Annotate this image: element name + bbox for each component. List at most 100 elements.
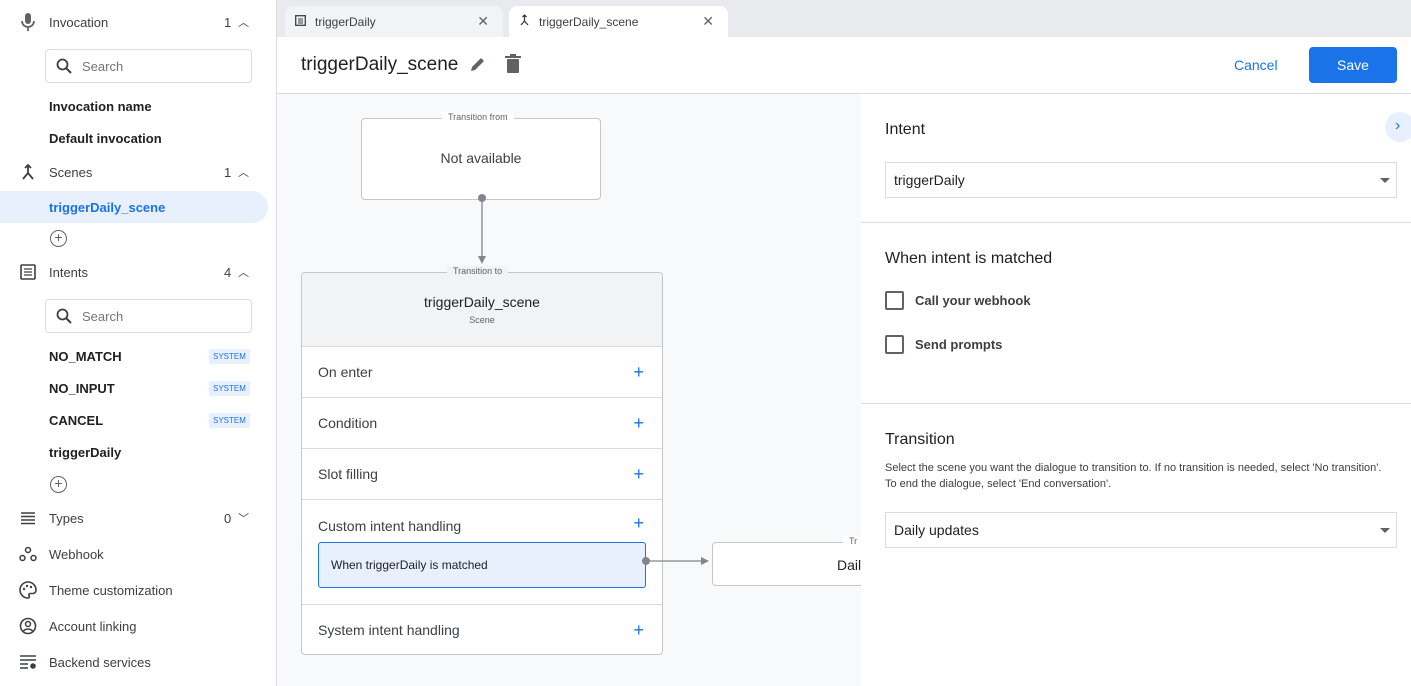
transition-to-legend: Transition to: [447, 266, 509, 276]
chevron-down-icon[interactable]: ﹀: [238, 513, 249, 525]
collapse-panel-chevron-icon[interactable]: ›: [1385, 112, 1411, 142]
add-icon[interactable]: +: [633, 412, 644, 433]
sidebar-section-types[interactable]: Types 0 ﹀: [0, 503, 277, 533]
item-label: Theme customization: [49, 582, 173, 598]
section-count: 1: [224, 164, 232, 180]
sidebar-item-no-match[interactable]: NO_MATCH: [49, 349, 122, 364]
sidebar-item-no-input[interactable]: NO_INPUT: [49, 381, 115, 396]
webhook-icon: [18, 544, 38, 564]
save-button[interactable]: Save: [1309, 47, 1397, 83]
sidebar-section-scenes[interactable]: Scenes 1 ︿: [0, 157, 277, 187]
edit-pencil-icon[interactable]: [469, 55, 487, 76]
sidebar-item-default-invocation[interactable]: Default invocation: [49, 131, 162, 146]
add-scene-icon[interactable]: +: [50, 230, 67, 247]
sidebar-section-invocation[interactable]: Invocation 1 ︿: [0, 7, 277, 37]
sidebar-item-invocation-name[interactable]: Invocation name: [49, 99, 152, 114]
transition-target-box[interactable]: Tr Dail: [712, 536, 861, 586]
page-title: triggerDaily_scene: [301, 54, 459, 75]
chevron-up-icon[interactable]: ︿: [238, 17, 249, 29]
cancel-button[interactable]: Cancel: [1234, 57, 1278, 73]
intent-icon: [295, 14, 306, 29]
scene-merge-icon: [18, 162, 38, 182]
custom-intent-handling-row[interactable]: Custom intent handling + When triggerDail…: [302, 499, 662, 604]
system-intent-handling-row[interactable]: System intent handling+: [302, 604, 662, 655]
backend-settings-icon: [18, 652, 38, 672]
dropdown-arrow-icon: [1380, 178, 1390, 183]
tab-label: triggerDaily_scene: [539, 14, 639, 29]
intent-handler-triggerDaily[interactable]: When triggerDaily is matched: [318, 542, 646, 588]
connector-arrow: [642, 557, 709, 565]
transition-target-value: Dail: [837, 557, 861, 573]
add-icon[interactable]: +: [633, 463, 644, 484]
tab-bar: triggerDaily ✕ triggerDaily_scene ✕: [277, 0, 1411, 37]
chevron-up-icon[interactable]: ︿: [238, 167, 249, 179]
checkbox-icon[interactable]: [885, 335, 904, 354]
scene-subtitle: Scene: [469, 315, 495, 325]
section-label: Scenes: [49, 164, 93, 180]
types-icon: [18, 508, 38, 528]
condition-row[interactable]: Condition +: [302, 397, 662, 448]
list-icon: [18, 262, 38, 282]
sidebar: Invocation 1 ︿ Invocation name Default i…: [0, 0, 277, 686]
add-intent-icon[interactable]: +: [50, 476, 67, 493]
search-input[interactable]: [82, 58, 232, 74]
transition-from-value: Not available: [440, 150, 522, 166]
delete-trash-icon[interactable]: [505, 54, 521, 77]
section-label: Invocation: [49, 14, 109, 30]
checkbox-icon[interactable]: [885, 291, 904, 310]
slot-filling-row[interactable]: Slot filling+: [302, 448, 662, 499]
intent-select-value: triggerDaily: [894, 172, 965, 188]
section-label: Intents: [49, 264, 89, 280]
item-label: Webhook: [49, 546, 104, 562]
sidebar-item-account-linking[interactable]: Account linking: [0, 611, 277, 641]
invocation-search[interactable]: [45, 49, 252, 83]
close-icon[interactable]: ✕: [702, 13, 714, 29]
scene-box: Transition to triggerDaily_scene Scene O…: [301, 266, 663, 655]
scene-title: triggerDaily_scene: [424, 294, 540, 310]
row-label: On enter: [318, 364, 373, 380]
scene-label: triggerDaily_scene: [49, 200, 166, 215]
search-icon: [56, 58, 72, 77]
divider: [861, 222, 1411, 223]
connector-arrow: [478, 194, 486, 264]
sidebar-item-webhook[interactable]: Webhook: [0, 539, 277, 569]
sidebar-item-backend-services[interactable]: Backend services: [0, 647, 277, 677]
sidebar-item-theme-customization[interactable]: Theme customization: [0, 575, 277, 605]
close-icon[interactable]: ✕: [477, 13, 489, 29]
add-icon[interactable]: +: [633, 619, 644, 640]
tab-triggerDaily-scene[interactable]: triggerDaily_scene ✕: [509, 6, 728, 37]
transition-target-legend: Tr: [843, 536, 861, 546]
sidebar-item-triggerDaily[interactable]: triggerDaily: [49, 445, 122, 460]
transition-from-box: Transition from Not available: [361, 112, 601, 200]
editor-header: triggerDaily_scene Cancel Save: [277, 37, 1411, 94]
send-prompts-checkbox[interactable]: Send prompts: [885, 335, 1002, 354]
add-icon[interactable]: +: [633, 361, 644, 382]
dropdown-arrow-icon: [1380, 528, 1390, 533]
sidebar-item-triggerDaily-scene[interactable]: triggerDaily_scene: [0, 191, 268, 223]
transition-help-text: Select the scene you want the dialogue t…: [885, 462, 1382, 490]
chevron-up-icon[interactable]: ︿: [238, 267, 249, 279]
on-enter-row[interactable]: On enter +: [302, 346, 662, 397]
section-count: 1: [224, 14, 232, 30]
save-label: Save: [1337, 57, 1369, 73]
item-label: Account linking: [49, 618, 137, 634]
sidebar-item-cancel[interactable]: CANCEL: [49, 413, 104, 428]
transition-from-legend: Transition from: [442, 112, 514, 122]
intent-heading: Intent: [885, 121, 926, 138]
add-icon[interactable]: +: [633, 513, 644, 533]
scene-canvas: Transition from Not available Transition…: [277, 94, 861, 686]
transition-select[interactable]: Daily updates: [885, 512, 1397, 548]
search-input[interactable]: [82, 308, 232, 324]
tab-triggerDaily[interactable]: triggerDaily ✕: [285, 6, 503, 37]
palette-icon: [18, 580, 38, 600]
intent-select[interactable]: triggerDaily: [885, 162, 1397, 198]
transition-select-value: Daily updates: [894, 522, 979, 538]
checkbox-label: Send prompts: [915, 337, 1003, 352]
scene-icon: [519, 14, 530, 29]
sidebar-section-intents[interactable]: Intents 4 ︿: [0, 257, 277, 287]
system-badge: SYSTEM: [209, 349, 250, 364]
intents-search[interactable]: [45, 299, 252, 333]
call-webhook-checkbox[interactable]: Call your webhook: [885, 291, 1031, 310]
row-label: Custom intent handling: [318, 518, 462, 534]
row-label: Condition: [318, 415, 378, 431]
